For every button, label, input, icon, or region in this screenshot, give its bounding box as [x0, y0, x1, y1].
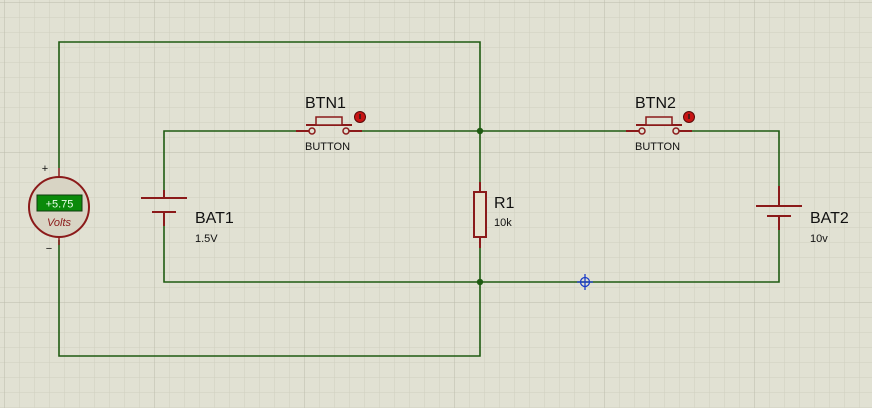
voltmeter-reading: +5.75	[46, 199, 74, 211]
voltmeter[interactable]: +5.75 Volts + −	[28, 163, 90, 255]
voltmeter-display	[36, 194, 83, 212]
btn2-type: BUTTON	[635, 141, 680, 153]
r1-name: R1	[494, 195, 515, 212]
bat1-name: BAT1	[195, 210, 234, 227]
wires[interactable]	[58, 41, 780, 357]
btn1-contact-right	[342, 127, 350, 135]
battery-bat1[interactable]	[141, 190, 187, 226]
btn1-contact-left	[308, 127, 316, 135]
button-btn2[interactable]	[626, 111, 695, 135]
junction-bottom	[476, 278, 484, 286]
btn1-name: BTN1	[305, 95, 346, 112]
probe-marker[interactable]	[577, 274, 593, 290]
battery-bat2[interactable]	[756, 186, 802, 230]
bat2-value: 10v	[810, 233, 828, 245]
btn1-type: BUTTON	[305, 141, 350, 153]
voltmeter-minus: −	[46, 243, 52, 255]
voltmeter-plus: +	[42, 163, 48, 175]
wire-bottom-outer	[58, 240, 481, 357]
btn2-name: BTN2	[635, 95, 676, 112]
wire-bat1-btn1	[163, 130, 310, 198]
wire-top-outer	[58, 41, 481, 168]
btn2-contact-right	[672, 127, 680, 135]
btn1-cap	[315, 116, 343, 126]
button-btn1[interactable]	[296, 111, 366, 135]
bat1-value: 1.5V	[195, 233, 218, 245]
btn2-contact-left	[638, 127, 646, 135]
wire-btn2-bat2	[678, 130, 780, 196]
resistor-r1[interactable]	[473, 182, 487, 248]
btn2-cap	[645, 116, 673, 126]
junction-top	[476, 127, 484, 135]
voltmeter-units: Volts	[47, 217, 72, 229]
bat2-name: BAT2	[810, 210, 849, 227]
wire-bat1-bottom	[163, 212, 480, 283]
r1-body	[473, 191, 487, 238]
r1-value: 10k	[494, 217, 512, 229]
